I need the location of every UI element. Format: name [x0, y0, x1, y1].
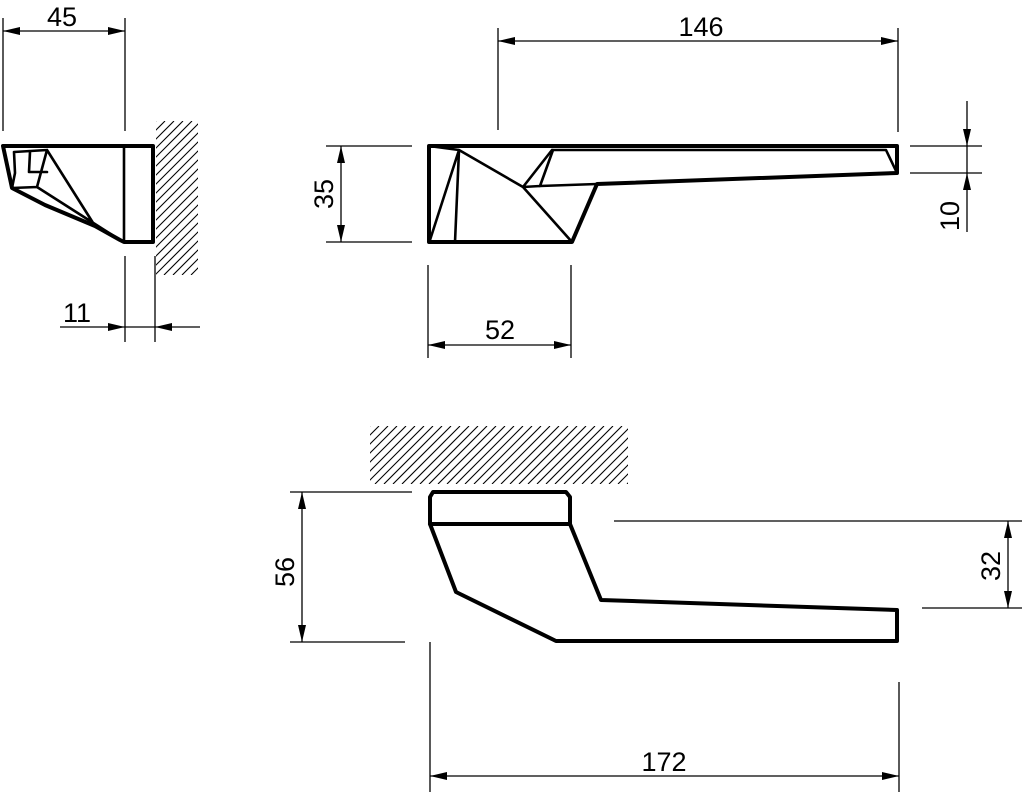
- hatch-line: [272, 121, 426, 275]
- hatch-line: [581, 437, 628, 484]
- hatch-line: [163, 240, 198, 275]
- hatch-line: [156, 231, 198, 275]
- hatch-line: [156, 213, 198, 257]
- dim-172: 172: [429, 642, 900, 792]
- dim-32: 32: [614, 520, 1022, 609]
- hatch-line: [370, 426, 389, 445]
- hatch-line: [455, 426, 515, 484]
- dim-45-label: 45: [47, 2, 77, 32]
- hatch-line: [227, 121, 381, 275]
- hatch-line: [636, 426, 694, 484]
- hatch-line: [374, 426, 434, 484]
- hatch-line: [654, 426, 712, 484]
- top-view-outline: [427, 144, 899, 244]
- top-view: 146 35 10 52: [309, 12, 982, 358]
- hatch-line: [672, 426, 730, 484]
- dim-56: 56: [270, 491, 412, 643]
- hatch-line: [392, 426, 452, 484]
- hatch-line: [572, 428, 628, 484]
- hatch-line: [563, 426, 623, 484]
- hatch-line: [681, 426, 739, 484]
- side-view: 45 11: [1, 2, 435, 342]
- hatch-line: [370, 426, 380, 436]
- dim-172-label: 172: [641, 747, 686, 777]
- hatch-line: [446, 426, 506, 484]
- hatch-line: [509, 426, 569, 484]
- top-view-facets: [427, 144, 899, 244]
- front-view-rose: [428, 490, 572, 526]
- dim-10: 10: [910, 101, 982, 232]
- side-view-outline: [1, 144, 155, 244]
- dim-52: 52: [427, 265, 572, 358]
- hatch-line: [156, 168, 198, 212]
- hatch-line: [263, 121, 417, 275]
- hatch-line: [410, 426, 470, 484]
- hatch-line: [608, 464, 628, 484]
- hatch-line: [156, 132, 198, 176]
- hatch-line: [370, 426, 425, 481]
- dim-11: 11: [60, 256, 200, 342]
- hatch-line: [370, 426, 416, 472]
- hatch-line: [383, 426, 443, 484]
- hatch-line: [491, 426, 551, 484]
- side-view-facets: [1, 144, 122, 242]
- hatch-line: [156, 177, 198, 221]
- dim-11-label: 11: [63, 298, 91, 328]
- hatch-line: [645, 426, 703, 484]
- hatch-line: [156, 195, 198, 239]
- dim-146-label: 146: [678, 12, 723, 42]
- dim-56-label: 56: [270, 557, 300, 587]
- hatch-line: [370, 426, 398, 454]
- hatch-line: [464, 426, 524, 484]
- front-view: 56 32 172: [270, 426, 1022, 792]
- hatch-line: [554, 426, 614, 484]
- hatch-line: [536, 426, 596, 484]
- dim-35-label: 35: [309, 179, 339, 209]
- hatch-line: [209, 121, 363, 275]
- front-view-lever: [428, 522, 899, 643]
- hatch-line: [156, 222, 198, 266]
- hatch-line: [663, 426, 721, 484]
- hatch-line: [156, 186, 198, 230]
- hatch-line: [156, 121, 184, 149]
- hatch-line: [518, 426, 578, 484]
- hatch-line: [370, 426, 407, 463]
- dim-45: 45: [2, 2, 126, 131]
- hatch-line: [401, 426, 461, 484]
- dim-146: 146: [497, 12, 899, 132]
- dim-10-label: 10: [935, 201, 965, 231]
- hatch-line: [626, 482, 628, 484]
- hatch-line: [428, 426, 488, 484]
- wall-hatch-front: [370, 426, 739, 484]
- hatch-line: [156, 141, 198, 185]
- hatch-line: [370, 426, 371, 427]
- dim-52-label: 52: [485, 315, 515, 345]
- hatch-line: [437, 426, 497, 484]
- hatch-line: [419, 426, 479, 484]
- dim-35: 35: [309, 145, 412, 243]
- hatch-line: [473, 426, 533, 484]
- hatch-line: [527, 426, 587, 484]
- hatch-line: [156, 121, 193, 158]
- hatch-line: [545, 426, 605, 484]
- hatch-line: [599, 455, 628, 484]
- hatch-line: [590, 446, 628, 484]
- hatch-line: [281, 121, 435, 275]
- wall-hatch-side: [156, 121, 435, 275]
- hatch-line: [218, 121, 372, 275]
- hatch-line: [482, 426, 542, 484]
- hatch-line: [156, 123, 198, 167]
- hatch-line: [500, 426, 560, 484]
- hatch-line: [617, 473, 628, 484]
- hatch-line: [156, 159, 198, 203]
- dim-32-label: 32: [976, 551, 1006, 581]
